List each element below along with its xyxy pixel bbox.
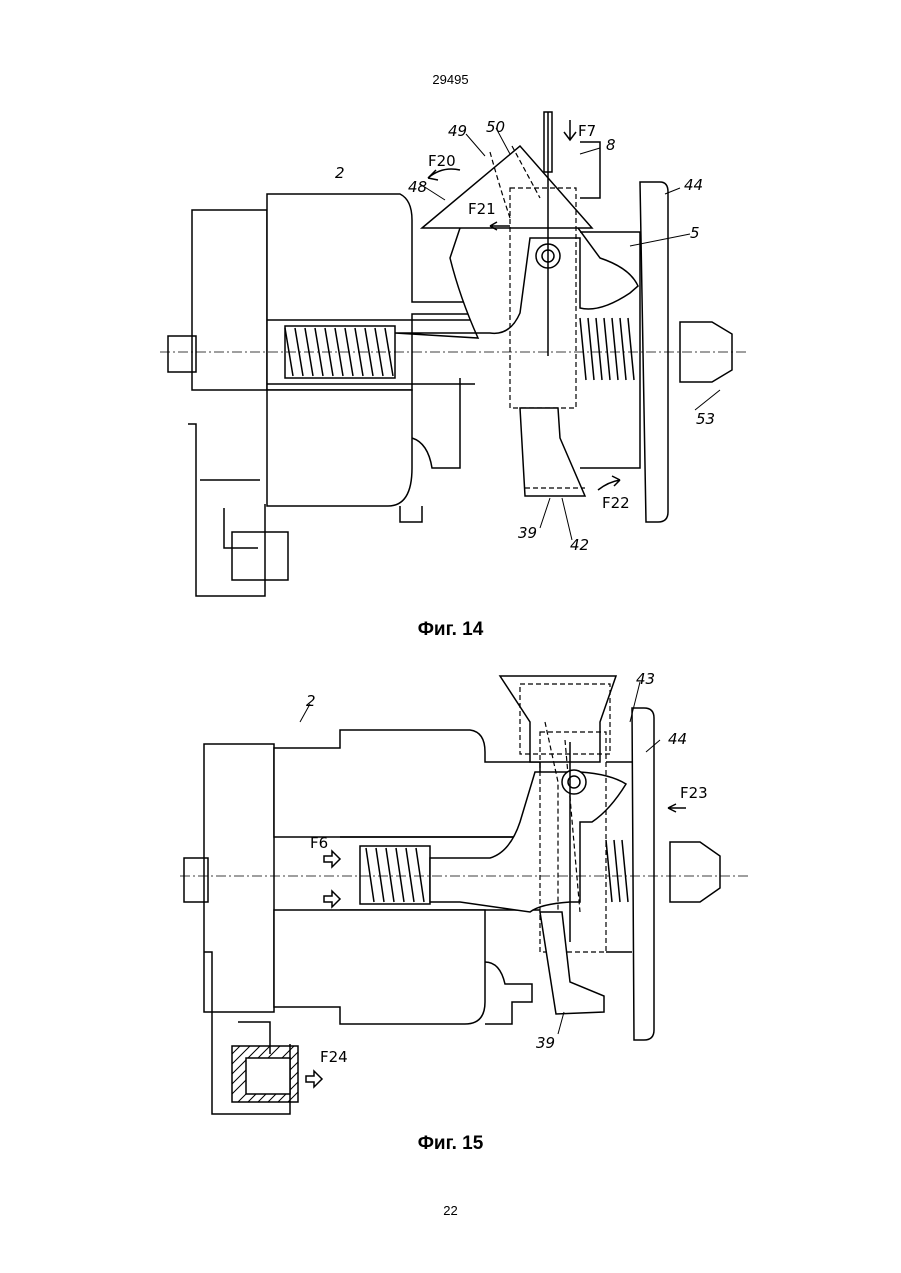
housing-2 <box>274 730 540 837</box>
label-39: 39 <box>536 1034 555 1052</box>
housing-tab <box>400 506 422 522</box>
label-f23: F23 <box>680 784 708 802</box>
housing-lower <box>267 390 412 506</box>
label-5: 5 <box>690 224 700 242</box>
figure-15-svg: 2 43 44 F23 F6 F24 39 <box>160 662 750 1128</box>
figure-14-svg: 2 48 49 50 8 F7 F20 F21 44 5 53 F22 39 4… <box>160 108 750 608</box>
right-nut <box>670 842 720 902</box>
label-44: 44 <box>668 730 687 748</box>
compression-spring <box>366 848 424 902</box>
plate-44 <box>632 708 654 1040</box>
document-number: 29495 <box>0 72 901 87</box>
label-8: 8 <box>606 136 616 154</box>
label-43: 43 <box>636 670 655 688</box>
base-block <box>204 744 274 1012</box>
figure-14-drawing: 2 48 49 50 8 F7 F20 F21 44 5 53 F22 39 4… <box>160 108 750 608</box>
base-block <box>192 210 267 390</box>
pivot-outer <box>562 770 586 794</box>
arrow-f20 <box>428 169 460 180</box>
label-f21: F21 <box>468 200 496 218</box>
arm-39 <box>520 408 585 496</box>
rod-guide <box>580 142 600 198</box>
label-2: 2 <box>335 164 345 182</box>
right-spring <box>606 840 628 902</box>
label-49: 49 <box>448 122 467 140</box>
top-funnel <box>500 676 616 762</box>
bracket-block <box>232 532 288 580</box>
figure-14-caption: Фиг. 14 <box>0 619 901 641</box>
label-44: 44 <box>684 176 703 194</box>
page-number: 22 <box>0 1203 901 1218</box>
figure-15-drawing: 2 43 44 F23 F6 F24 39 <box>160 662 750 1128</box>
label-f24: F24 <box>320 1048 348 1066</box>
arrow-f23 <box>668 804 686 812</box>
label-f22: F22 <box>602 494 630 512</box>
bore-insert <box>246 1058 290 1094</box>
arm-39 <box>540 912 604 1014</box>
arrow-f6-lower <box>324 891 340 907</box>
right-spring <box>580 318 634 380</box>
label-f7: F7 <box>578 122 596 140</box>
arrow-f24 <box>306 1071 322 1087</box>
label-39: 39 <box>518 524 537 542</box>
housing-foot <box>485 962 532 1024</box>
label-f20: F20 <box>428 152 456 170</box>
label-2: 2 <box>306 692 316 710</box>
arrow-f22 <box>598 476 620 490</box>
arrow-f6-upper <box>324 851 340 867</box>
label-42: 42 <box>570 536 589 554</box>
bracket-lower <box>188 424 265 596</box>
arrow-f7 <box>564 120 576 140</box>
housing-lower <box>274 910 485 1024</box>
label-53: 53 <box>696 410 715 428</box>
label-f6: F6 <box>310 834 328 852</box>
label-50: 50 <box>486 118 505 136</box>
figure-15-caption: Фиг. 15 <box>0 1133 901 1155</box>
housing-foot <box>412 378 460 468</box>
label-48: 48 <box>408 178 427 196</box>
